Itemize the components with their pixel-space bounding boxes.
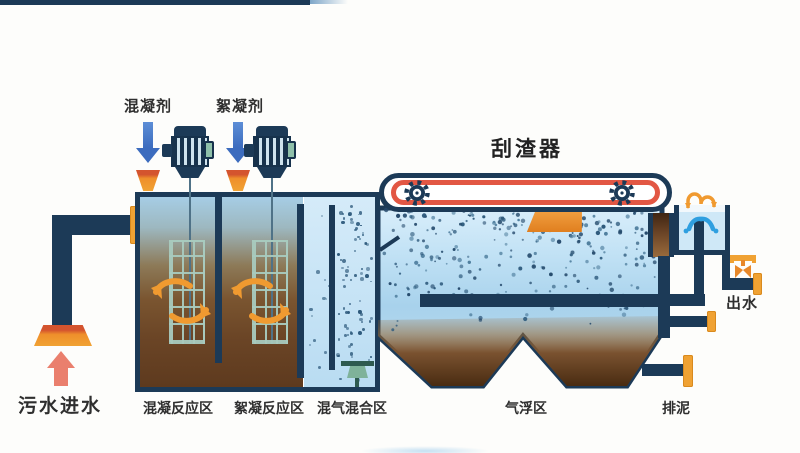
scum-discharge-flange [707, 311, 716, 332]
scum-discharge-pipe [665, 316, 710, 327]
top-border-bar [0, 0, 310, 5]
up-arrow-shaft [54, 368, 68, 386]
motor-icon [256, 126, 288, 136]
dosing-funnel-icon [136, 170, 160, 191]
outlet-label: 出水 [726, 295, 759, 312]
motor-base [257, 167, 287, 178]
zone-coagulation-label: 混凝反应区 [143, 400, 213, 416]
down-arrow-icon [136, 148, 160, 163]
motor-junction-box [244, 144, 254, 157]
sludge-discharge-label: 排泥 [662, 400, 690, 416]
outlet-flange [753, 273, 762, 295]
scum-chute [648, 213, 674, 257]
mixer-lattice [169, 240, 205, 344]
flotation-tank [375, 205, 668, 389]
mixing-baffle [329, 205, 335, 370]
coagulant-label: 混凝剂 [124, 98, 173, 115]
collection-pipe [420, 294, 668, 307]
gear-icon [404, 180, 430, 206]
sludge-flange [683, 355, 693, 387]
outlet-pipe [722, 278, 756, 290]
zone-air-mixing-label: 混气混合区 [317, 400, 387, 416]
sludge-pipe [642, 364, 687, 376]
inlet-baffle [378, 235, 401, 252]
scraper-blade [527, 210, 584, 232]
motor-body [253, 136, 291, 167]
outlet-riser-wall [722, 254, 730, 287]
top-border-bar-fade [310, 0, 348, 4]
dosing-funnel-icon [226, 170, 250, 191]
motor-icon [174, 126, 206, 136]
motor-base [175, 167, 205, 178]
motor-body [171, 136, 209, 167]
diffuser-body [347, 366, 368, 378]
diffuser-icon [341, 361, 374, 366]
gear-icon [609, 180, 635, 206]
tank-baffle [215, 197, 222, 363]
down-arrow-shaft [143, 122, 153, 148]
inlet-funnel-icon [34, 325, 92, 346]
valve-icon [730, 255, 756, 278]
tank-baffle [297, 204, 304, 378]
m-arrow-icon [685, 192, 717, 209]
bottom-smudge [360, 446, 490, 453]
motor-junction-box [162, 144, 172, 157]
flotation-sludge [378, 316, 662, 386]
inlet-pipe-vertical [52, 215, 72, 331]
air-mixing-zone [304, 197, 375, 387]
riser-pipe [694, 221, 704, 306]
flocculant-label: 絮凝剂 [216, 98, 265, 115]
inlet-label: 污水进水 [18, 396, 103, 417]
mixer-lattice [252, 240, 288, 344]
zone-flocculation-label: 絮凝反应区 [234, 400, 304, 416]
splash-icon [683, 216, 719, 234]
down-arrow-shaft [233, 122, 243, 148]
swirl-arrow-icon [231, 278, 291, 324]
diffuser-stem [355, 378, 359, 387]
swirl-arrow-icon [151, 278, 211, 324]
riser-elbow-pipe [660, 294, 705, 306]
zone-flotation-label: 气浮区 [505, 400, 547, 416]
motor-connector [204, 141, 214, 159]
inlet-pipe-horizontal [52, 215, 136, 235]
motor-connector [286, 141, 296, 159]
up-arrow-icon [47, 351, 75, 368]
scraper-label: 刮渣器 [491, 138, 563, 161]
